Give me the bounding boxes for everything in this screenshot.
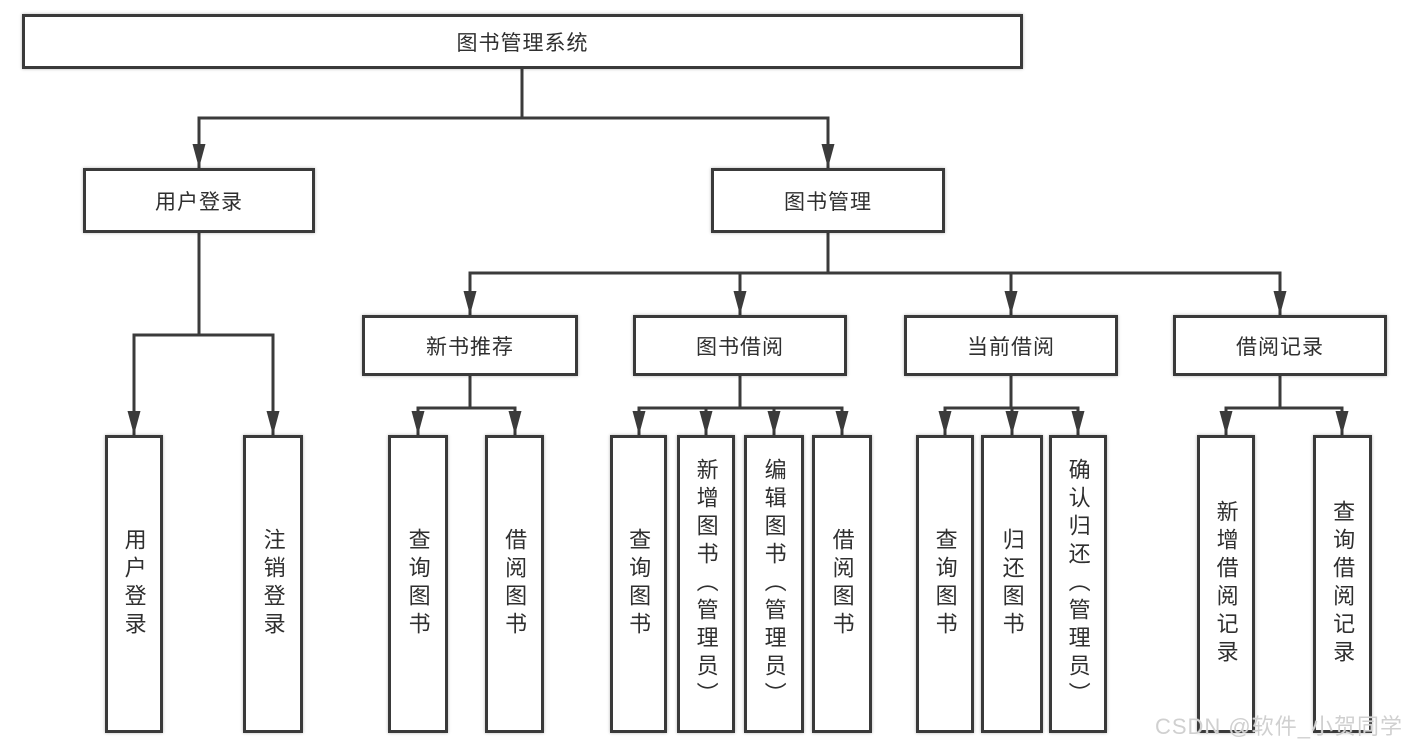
node-label: 查询图书 — [405, 528, 431, 640]
node-label: 当前借阅 — [967, 335, 1055, 359]
node-borrowing-records: 借阅记录 — [1173, 315, 1387, 376]
node-label: 图书管理 — [784, 190, 872, 214]
node-current-borrowing: 当前借阅 — [904, 315, 1118, 376]
leaf-current-return-books: 归还图书 — [981, 435, 1043, 733]
connector-root-to-level2 — [192, 68, 835, 168]
node-label: 查询借阅记录 — [1330, 500, 1356, 668]
connector-user-login-to-leaves — [127, 233, 280, 435]
node-root: 图书管理系统 — [22, 14, 1023, 69]
node-label: 归还图书 — [999, 528, 1025, 640]
csdn-watermark: CSDN @软件_小贺同学 — [1154, 714, 1403, 739]
node-label: 借阅图书 — [829, 528, 855, 640]
node-label: 新书推荐 — [426, 335, 514, 359]
node-label: 图书管理系统 — [456, 31, 589, 55]
node-new-book-recommend: 新书推荐 — [362, 315, 578, 376]
node-user-login: 用户登录 — [83, 168, 315, 233]
leaf-records-add-record: 新增借阅记录 — [1197, 435, 1255, 733]
leaf-current-confirm-return-admin: 确认归还（管理员） — [1049, 435, 1107, 733]
node-label: 用户登录 — [155, 190, 243, 214]
node-label: 新增借阅记录 — [1213, 500, 1239, 668]
leaf-borrowing-borrow-books: 借阅图书 — [812, 435, 872, 733]
node-book-borrowing: 图书借阅 — [633, 315, 847, 376]
node-label: 图书借阅 — [696, 335, 784, 359]
node-book-management: 图书管理 — [711, 168, 945, 233]
leaf-user-login: 用户登录 — [105, 435, 163, 733]
leaf-recommend-borrow-books: 借阅图书 — [485, 435, 544, 733]
leaf-borrowing-edit-books-admin: 编辑图书（管理员） — [744, 435, 804, 733]
leaf-logout: 注销登录 — [243, 435, 303, 733]
leaf-borrowing-add-books-admin: 新增图书（管理员） — [677, 435, 735, 733]
node-label: 借阅记录 — [1236, 335, 1324, 359]
node-label: 借阅图书 — [502, 528, 528, 640]
node-label: 新增图书（管理员） — [693, 458, 719, 710]
node-label: 用户登录 — [121, 528, 147, 640]
leaf-borrowing-query-books: 查询图书 — [610, 435, 667, 733]
node-label: 确认归还（管理员） — [1065, 458, 1091, 710]
leaf-recommend-query-books: 查询图书 — [388, 435, 448, 733]
connector-book-management-to-level3 — [463, 233, 1287, 315]
node-label: 查询图书 — [626, 528, 652, 640]
connector-book-borrowing-to-leaves — [632, 376, 849, 435]
connector-current-borrowing-to-leaves — [938, 376, 1085, 435]
leaf-records-query-record: 查询借阅记录 — [1313, 435, 1372, 733]
node-label: 编辑图书（管理员） — [761, 458, 787, 710]
connector-new-book-recommend-to-leaves — [411, 376, 522, 435]
node-label: 查询图书 — [932, 528, 958, 640]
leaf-current-query-books: 查询图书 — [916, 435, 974, 733]
connector-borrowing-records-to-leaves — [1219, 376, 1349, 435]
node-label: 注销登录 — [260, 528, 286, 640]
